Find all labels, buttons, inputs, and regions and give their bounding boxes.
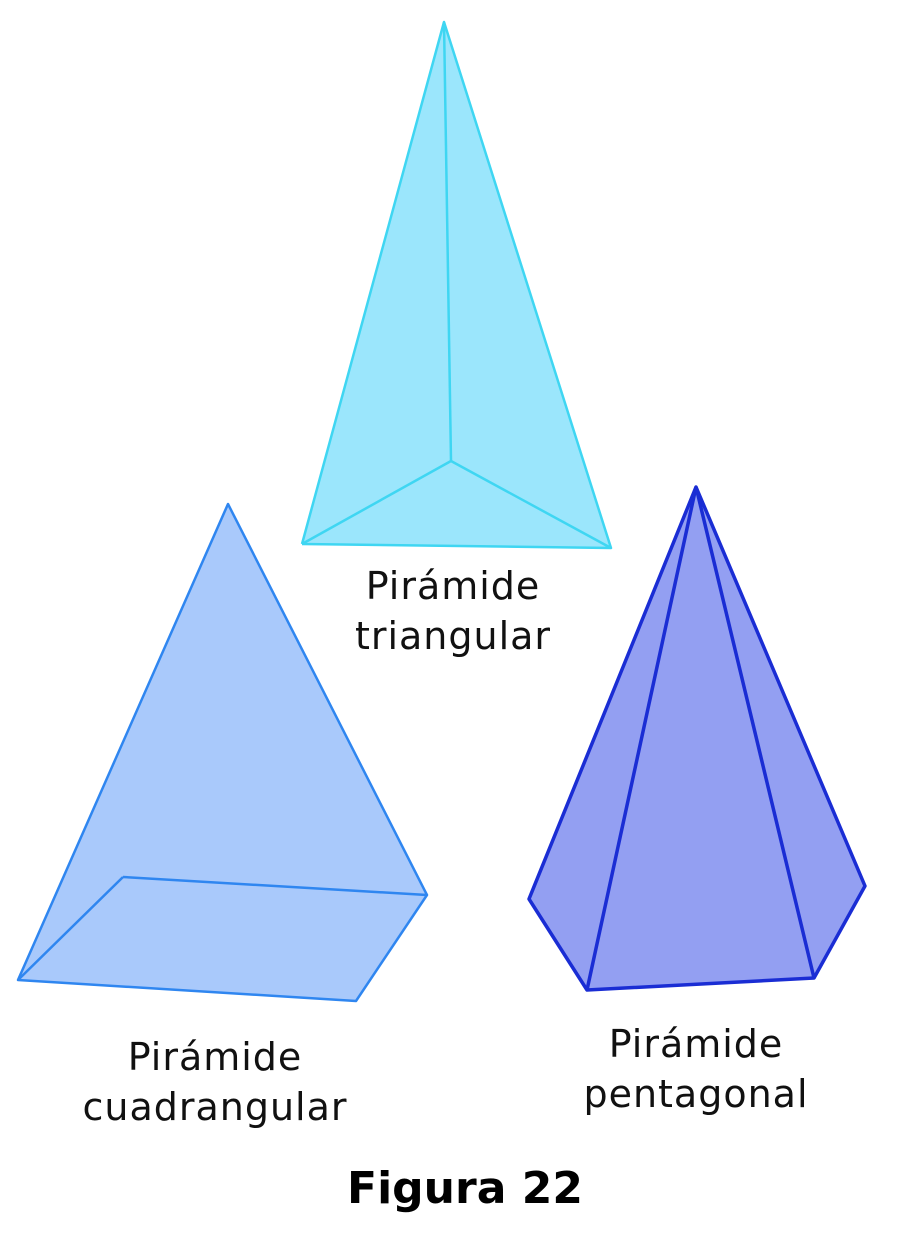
triangular-pyramid-edge [301, 459, 452, 546]
triangular-pyramid [300, 20, 613, 550]
triangular-pyramid-label: Pirámide triangular [303, 561, 603, 661]
square-pyramid [16, 502, 429, 1003]
triangular-pyramid-left-face [302, 22, 451, 544]
pentagonal-pyramid-front-face [587, 487, 814, 990]
pentagonal-pyramid-label: Pirámide pentagonal [546, 1019, 846, 1119]
pentagonal-pyramid-edge [694, 486, 816, 979]
square-pyramid-body [18, 504, 427, 1001]
square-pyramid-label-line1: Pirámide [127, 1035, 303, 1079]
pentagonal-pyramid-edge [585, 486, 698, 991]
square-pyramid-label-line2: cuadrangular [82, 1085, 348, 1129]
pentagonal-pyramid-right-face [696, 487, 865, 978]
triangular-pyramid-label-line1: Pirámide [365, 564, 541, 608]
triangular-pyramid-outline [300, 20, 613, 550]
square-pyramid-outline [16, 502, 429, 1003]
square-pyramid-edge [17, 876, 124, 981]
square-pyramid-label: Pirámide cuadrangular [65, 1032, 365, 1132]
triangular-pyramid-edge [450, 459, 612, 550]
triangular-pyramid-edge [442, 21, 453, 462]
pentagonal-pyramid [527, 485, 867, 992]
pentagonal-pyramid-left-face [529, 487, 696, 990]
pentagonal-pyramid-label-line2: pentagonal [583, 1072, 809, 1116]
pentagonal-pyramid-outline [527, 485, 867, 992]
pentagonal-pyramid-label-line1: Pirámide [608, 1022, 784, 1066]
square-pyramid-base [18, 877, 427, 1001]
triangular-pyramid-front-face [302, 461, 611, 548]
figure-caption: Figura 22 [347, 1163, 583, 1214]
square-pyramid-edge [122, 875, 428, 897]
triangular-pyramid-label-line2: triangular [354, 614, 552, 658]
